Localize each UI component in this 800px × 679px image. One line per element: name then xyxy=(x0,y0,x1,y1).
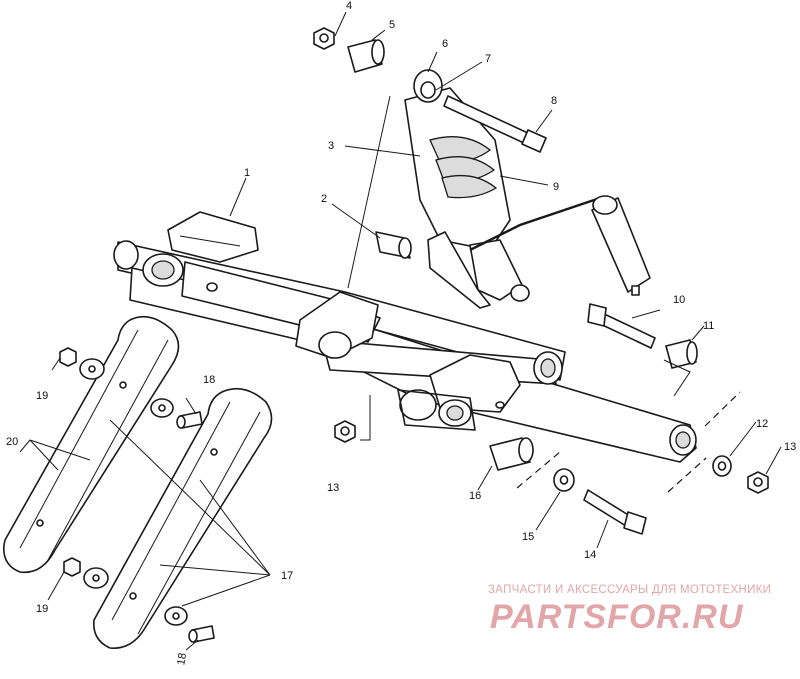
callout-5: 5 xyxy=(389,19,395,31)
callout-19-bottom: 19 xyxy=(36,603,48,615)
callout-2: 2 xyxy=(321,193,327,205)
callout-8: 8 xyxy=(551,95,557,107)
watermark-caption: ЗАПЧАСТИ И АКСЕССУАРЫ ДЛЯ МОТОТЕХНИКИ xyxy=(488,584,772,596)
callout-10: 10 xyxy=(673,294,685,306)
callout-18-top: 18 xyxy=(203,374,215,386)
link-plates xyxy=(3,315,273,649)
hardware-parts xyxy=(313,27,769,535)
svg-text:PARTSFOR.RU: PARTSFOR.RU xyxy=(490,598,744,636)
callout-13-middle: 13 xyxy=(327,482,339,494)
callout-16: 16 xyxy=(469,490,481,502)
callout-3: 3 xyxy=(328,140,334,152)
callout-19-top: 19 xyxy=(36,390,48,402)
callout-labels: 4 5 6 7 8 3 9 1 2 10 11 12 13 13 16 15 1… xyxy=(6,0,796,666)
callout-13-right: 13 xyxy=(784,441,796,453)
callout-15: 15 xyxy=(522,531,534,543)
swing-arm-assembly xyxy=(113,211,697,463)
callout-14: 14 xyxy=(584,549,596,561)
callout-1: 1 xyxy=(244,167,250,179)
leader-lines xyxy=(19,11,782,651)
callout-6: 6 xyxy=(442,38,448,50)
callout-18-bottom: 18 xyxy=(175,652,189,666)
callout-7: 7 xyxy=(485,53,491,65)
shock-absorber xyxy=(404,69,651,309)
callout-17: 17 xyxy=(281,570,293,582)
callout-20: 20 xyxy=(6,436,18,448)
callout-9: 9 xyxy=(553,181,559,193)
watermark-logo: PARTSFOR.RU xyxy=(490,598,744,636)
callout-4: 4 xyxy=(346,0,352,12)
callout-12: 12 xyxy=(756,418,768,430)
callout-11: 11 xyxy=(703,320,714,332)
